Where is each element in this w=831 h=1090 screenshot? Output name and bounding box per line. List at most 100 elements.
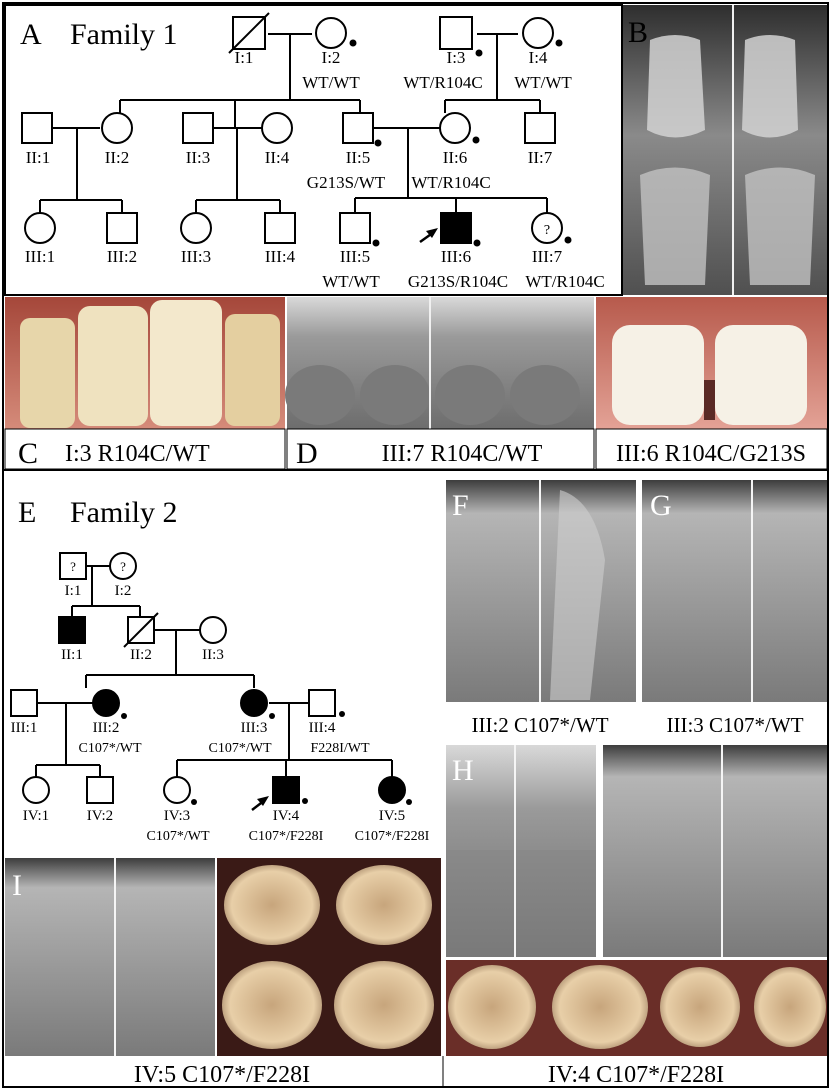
pedigree-label: III:1 [25, 247, 55, 266]
tested-dot [373, 240, 380, 247]
panel-c-caption: I:3 R104C/WT [65, 441, 210, 467]
family-1-title: Family 1 [70, 18, 178, 51]
pedigree-male [87, 777, 113, 803]
panel-letter-h: H [452, 754, 474, 787]
pedigree-label: IV:1 [23, 808, 49, 824]
tested-dot [473, 137, 480, 144]
unknown-status-mark: ? [120, 559, 126, 574]
tested-dot [556, 40, 563, 47]
pedigree-male [340, 213, 370, 243]
pedigree-label: I:2 [322, 48, 341, 67]
pedigree-female [262, 113, 292, 143]
pedigree-female [440, 113, 470, 143]
pedigree-label: III:2 [107, 247, 137, 266]
panel-h-xray: H [446, 745, 827, 957]
panel-letter-c: C [18, 437, 38, 470]
tested-dot [191, 799, 197, 805]
pedigree-female-affected [379, 777, 405, 803]
tested-dot [375, 140, 382, 147]
genotype-label: WT/WT [322, 272, 380, 291]
pedigree-male-affected [273, 777, 299, 803]
genotype-label: C107*/WT [209, 741, 272, 756]
tested-dot [474, 240, 481, 247]
pedigree-label: III:1 [11, 720, 38, 736]
pedigree-label: III:3 [241, 720, 268, 736]
pedigree-female [23, 777, 49, 803]
pedigree-male [183, 113, 213, 143]
pedigree-male [11, 690, 37, 716]
tested-dot [476, 50, 483, 57]
pedigree-label: III:2 [93, 720, 120, 736]
pedigree-label: III:3 [181, 247, 211, 266]
panel-letter-e: E [18, 496, 36, 529]
genotype-label: C107*/F228I [355, 829, 430, 844]
panel-i-molar-photos [217, 858, 441, 1056]
tested-dot [565, 237, 572, 244]
genotype-label: C107*/WT [147, 829, 210, 844]
pedigree-male [525, 113, 555, 143]
tested-dot [350, 40, 357, 47]
genotype-label: WT/WT [514, 73, 572, 92]
genotype-label: C107*/F228I [249, 829, 324, 844]
pedigree-female [181, 213, 211, 243]
panel-f-xray: F [446, 480, 636, 702]
pedigree-label: II:7 [528, 148, 553, 167]
pedigree-male [440, 17, 472, 49]
pedigree-label: IV:4 [273, 808, 300, 824]
panel-d-xray [285, 297, 594, 429]
unknown-status-mark: ? [544, 223, 550, 238]
panel-g-caption: III:3 C107*/WT [666, 713, 803, 737]
panel-letter-g: G [650, 489, 672, 522]
genotype-label: WT/R104C [525, 272, 604, 291]
pedigree-label: II:3 [202, 647, 224, 663]
genotype-label: WT/R104C [411, 173, 490, 192]
pedigree-label: IV:2 [87, 808, 113, 824]
panel-b-xray: B [623, 5, 827, 295]
panel-letter-b: B [628, 16, 648, 49]
pedigree-label: II:4 [265, 148, 290, 167]
pedigree-label: III:4 [265, 247, 296, 266]
pedigree-female [25, 213, 55, 243]
tested-dot [339, 711, 345, 717]
pedigree-label: II:1 [61, 647, 83, 663]
panel-d-caption: III:7 R104C/WT [382, 441, 543, 467]
pedigree-label: III:6 [441, 247, 471, 266]
unknown-status-mark: ? [70, 559, 76, 574]
pedigree-label: I:3 [447, 48, 466, 67]
pedigree-label: II:6 [443, 148, 468, 167]
genotype-label: C107*/WT [79, 741, 142, 756]
panel-letter-f: F [452, 489, 469, 522]
panel-i-caption: IV:5 C107*/F228I [134, 1062, 310, 1088]
pedigree-male-affected [441, 213, 471, 243]
pedigree-male [22, 113, 52, 143]
tested-dot [302, 798, 308, 804]
tested-dot [121, 713, 127, 719]
panel-g-xray: G [642, 480, 827, 702]
panel-letter-i: I [12, 869, 22, 902]
panel-i-xray: I [5, 858, 215, 1056]
genotype-label: G213S/WT [307, 173, 386, 192]
pedigree-label: III:4 [309, 720, 336, 736]
panel-iv4-caption: IV:4 C107*/F228I [548, 1062, 724, 1088]
pedigree-male [265, 213, 295, 243]
pedigree-label: I:1 [65, 583, 82, 599]
pedigree-male [343, 113, 373, 143]
pedigree-label: III:7 [532, 247, 563, 266]
pedigree-label: IV:5 [379, 808, 405, 824]
genotype-label: G213S/R104C [408, 272, 508, 291]
pedigree-female [164, 777, 190, 803]
panel-dphoto-caption: III:6 R104C/G213S [616, 441, 806, 467]
panel-c-photo [5, 297, 285, 429]
pedigree-label: II:1 [26, 148, 51, 167]
pedigree-label: II:5 [346, 148, 371, 167]
pedigree-female [316, 18, 346, 48]
family-2-title: Family 2 [70, 496, 178, 529]
pedigree-female-affected [93, 690, 119, 716]
panel-letter-d: D [296, 437, 318, 470]
pedigree-label: III:5 [340, 247, 370, 266]
proband-arrow [252, 796, 269, 810]
pedigree-female-affected [241, 690, 267, 716]
pedigree-label: II:3 [186, 148, 211, 167]
pedigree-male [107, 213, 137, 243]
